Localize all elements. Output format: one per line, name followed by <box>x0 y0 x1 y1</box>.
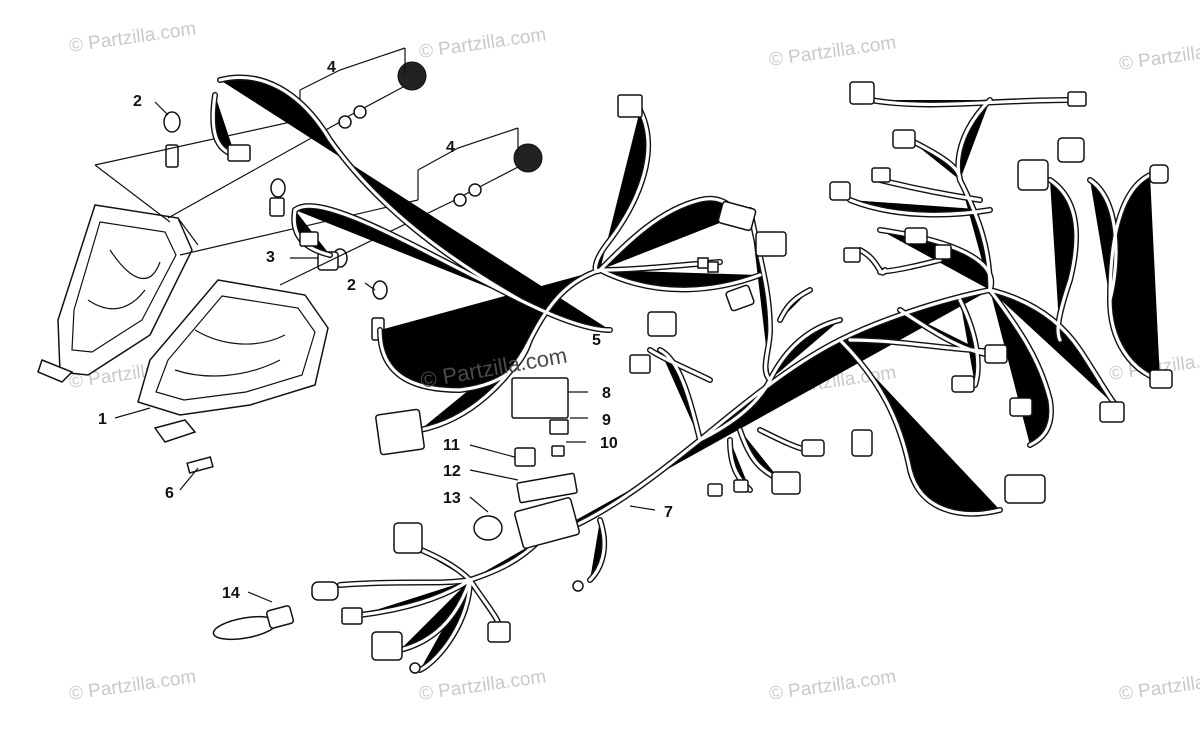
callout-12: 12 <box>443 463 461 480</box>
watermark: © Partzilla.com <box>768 666 898 705</box>
callout-7: 7 <box>664 504 673 521</box>
watermark: © Partzilla.com <box>68 18 198 57</box>
callout-9: 9 <box>602 412 611 429</box>
callout-10: 10 <box>600 435 618 452</box>
callout-1: 1 <box>98 411 107 428</box>
callout-8: 8 <box>602 385 611 402</box>
callout-14: 14 <box>222 585 240 602</box>
watermark: © Partzilla.com <box>1118 666 1200 705</box>
callout-4-lower: 4 <box>446 139 455 156</box>
callout-11: 11 <box>443 437 460 454</box>
relay-fuse-parts <box>212 377 578 641</box>
callout-2-lower: 2 <box>347 277 356 294</box>
callout-6: 6 <box>165 485 174 502</box>
watermark: © Partzilla.com <box>68 666 198 705</box>
connectors <box>227 81 1173 674</box>
watermark: © Partzilla.com <box>418 666 548 705</box>
callouts: 1 2 2 3 4 4 5 6 7 8 9 10 11 12 13 14 <box>98 59 673 602</box>
callout-4-upper: 4 <box>327 59 336 76</box>
callout-13: 13 <box>443 490 461 507</box>
bulb-socket-parts <box>163 111 388 474</box>
watermark: © Partzilla.com <box>1118 36 1200 75</box>
headlight-right <box>137 279 329 443</box>
callout-3: 3 <box>266 249 275 266</box>
watermark: © Partzilla.com <box>768 32 898 71</box>
callout-2-upper: 2 <box>133 93 142 110</box>
callout-5: 5 <box>592 332 601 349</box>
headlight-left <box>37 204 199 383</box>
watermark: © Partzilla.com <box>418 24 548 63</box>
